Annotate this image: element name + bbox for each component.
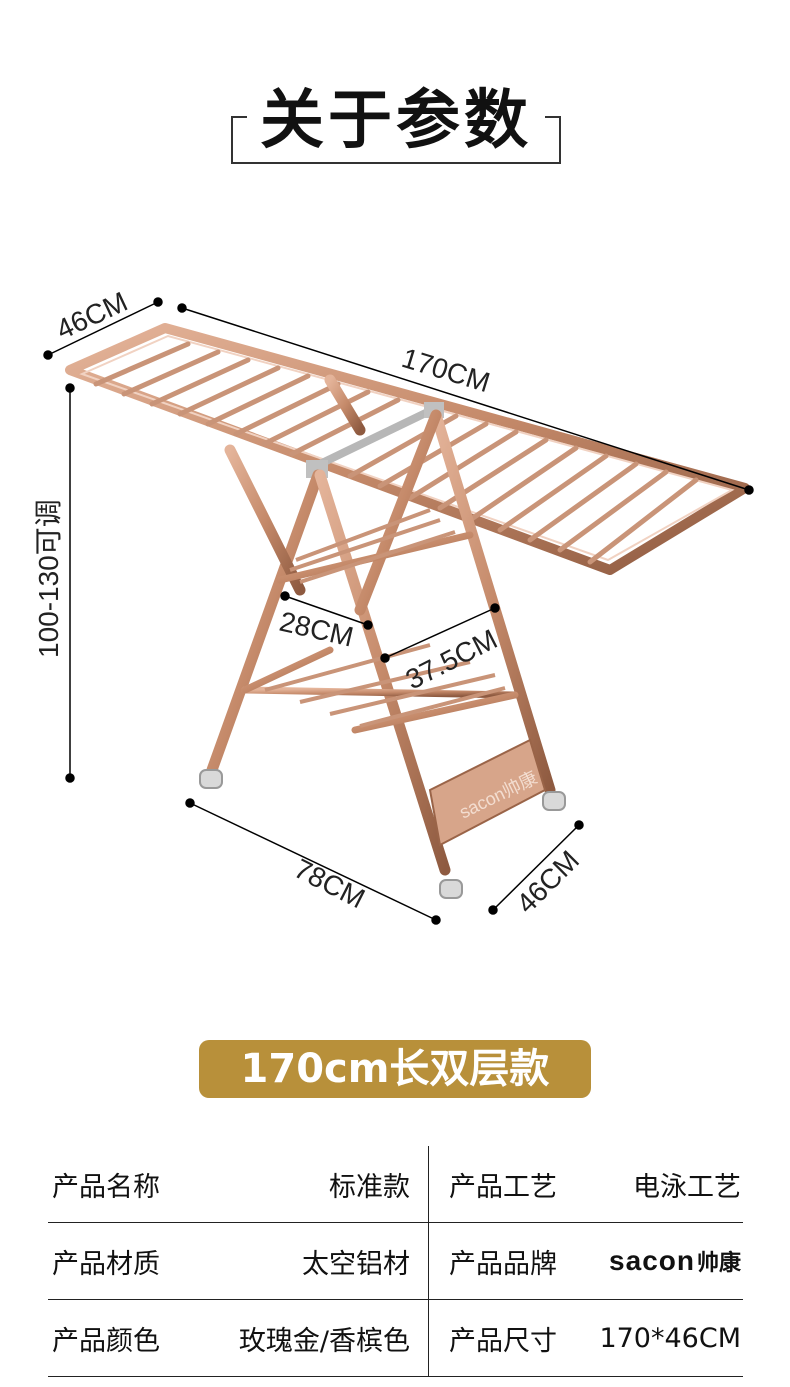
model-badge: 170cm长双层款	[199, 1040, 591, 1098]
drying-rack-illustration: sacon帅康 46CM 170CM 100-130可调 28CM 37.5CM…	[33, 286, 754, 925]
upper-shelf-bars	[289, 508, 456, 584]
wheels	[199, 769, 566, 899]
lower-shelf-bars	[264, 643, 506, 728]
spec-value: 电泳工艺	[633, 1171, 741, 1203]
table-row: 产品颜色 玫瑰金/香槟色 产品尺寸 170*46CM	[48, 1300, 743, 1377]
dim-top-depth: 46CM	[51, 286, 132, 346]
spec-label: 产品尺寸	[449, 1325, 557, 1357]
page-title-block: 关于参数	[231, 78, 561, 164]
spec-label: 产品名称	[52, 1171, 160, 1203]
spec-table: 产品名称 标准款 产品工艺 电泳工艺 产品材质 太空铝材 产品品牌 sacon …	[48, 1146, 743, 1377]
table-row: 产品名称 标准款 产品工艺 电泳工艺	[48, 1146, 743, 1223]
dimension-lines	[43, 297, 754, 925]
base-brand-panel	[428, 738, 547, 847]
rack-legs	[206, 374, 556, 876]
spec-label: 产品材质	[52, 1248, 160, 1280]
page-title: 关于参数	[231, 78, 561, 164]
spec-value: 170*46CM	[599, 1322, 741, 1354]
dim-top-length: 170CM	[398, 342, 493, 398]
spec-value: 玫瑰金/香槟色	[182, 1300, 429, 1376]
dim-shelf-inner: 28CM	[277, 606, 357, 653]
spec-label: 产品颜色	[52, 1325, 160, 1357]
spec-label: 产品工艺	[449, 1171, 557, 1203]
brand-logo-cn: 帅康	[696, 1251, 741, 1276]
spec-value: 太空铝材	[182, 1223, 429, 1299]
spec-label: 产品品牌	[449, 1248, 557, 1280]
brand-logo-latin: sacon	[609, 1245, 695, 1276]
dim-height: 100-130可调	[33, 499, 64, 658]
brand-logo: sacon 帅康	[589, 1223, 743, 1299]
spec-value: 标准款	[182, 1146, 429, 1222]
center-hinge-bar	[318, 404, 438, 468]
table-row: 产品材质 太空铝材 产品品牌 sacon 帅康	[48, 1223, 743, 1300]
title-bracket-frame	[231, 116, 561, 164]
dim-base-length: 78CM	[289, 853, 370, 915]
